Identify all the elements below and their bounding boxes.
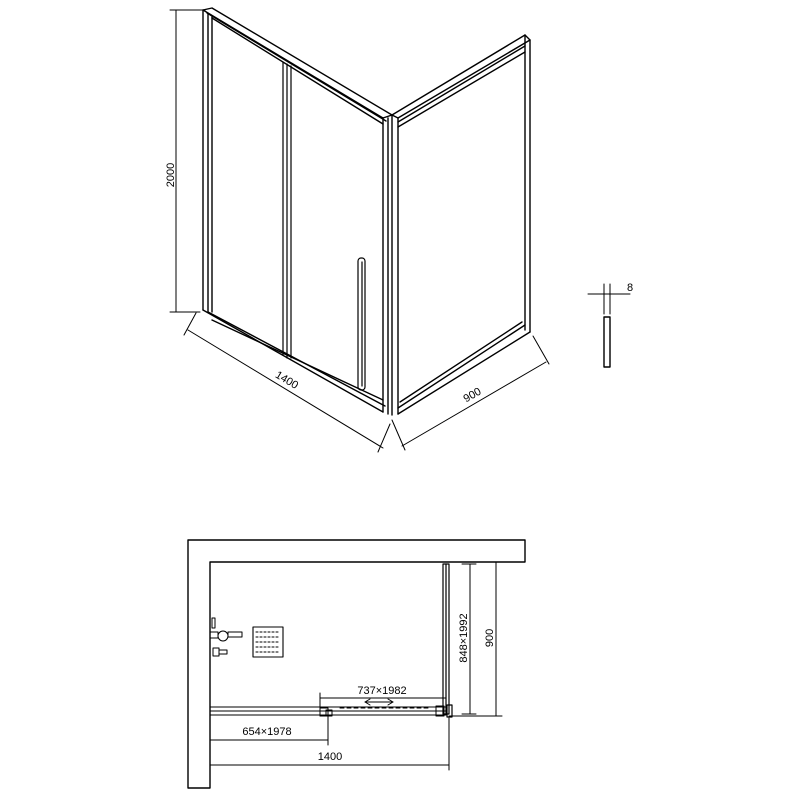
glass-thickness-detail <box>587 283 631 368</box>
door-divider <box>282 61 292 359</box>
width-short-dimension <box>391 335 550 451</box>
fixed-panel-dimension <box>209 715 329 746</box>
long-panel-frame <box>202 7 393 416</box>
drain-icon <box>252 626 284 658</box>
side-panel <box>442 563 453 718</box>
side-panel-label: 848×1992 <box>458 613 470 662</box>
fixed-panel-label: 654×1978 <box>242 726 291 738</box>
door-dimension <box>319 692 447 717</box>
glass-thickness-label: 8 <box>627 282 633 294</box>
width-long-dimension <box>183 312 391 453</box>
height-dimension <box>169 9 206 313</box>
door-panel-label: 737×1982 <box>357 685 406 697</box>
short-panel-frame <box>391 34 531 415</box>
total-width-dimension <box>209 717 450 771</box>
width-long-label: 1400 <box>273 369 300 392</box>
plan-view: 737×1982 654×1978 1400 848×1992 900 <box>187 539 526 789</box>
door-handle <box>357 257 366 391</box>
depth-label: 900 <box>484 629 496 647</box>
isometric-view: 2000 1400 900 8 <box>165 7 633 453</box>
front-panels <box>209 698 447 717</box>
mixer-icon <box>209 617 243 657</box>
wall-outline <box>187 539 526 789</box>
total-width-label: 1400 <box>318 751 342 763</box>
width-short-label: 900 <box>462 386 484 406</box>
height-label: 2000 <box>165 163 177 187</box>
depth-dimension <box>448 561 503 717</box>
side-panel-dimension <box>461 563 477 715</box>
